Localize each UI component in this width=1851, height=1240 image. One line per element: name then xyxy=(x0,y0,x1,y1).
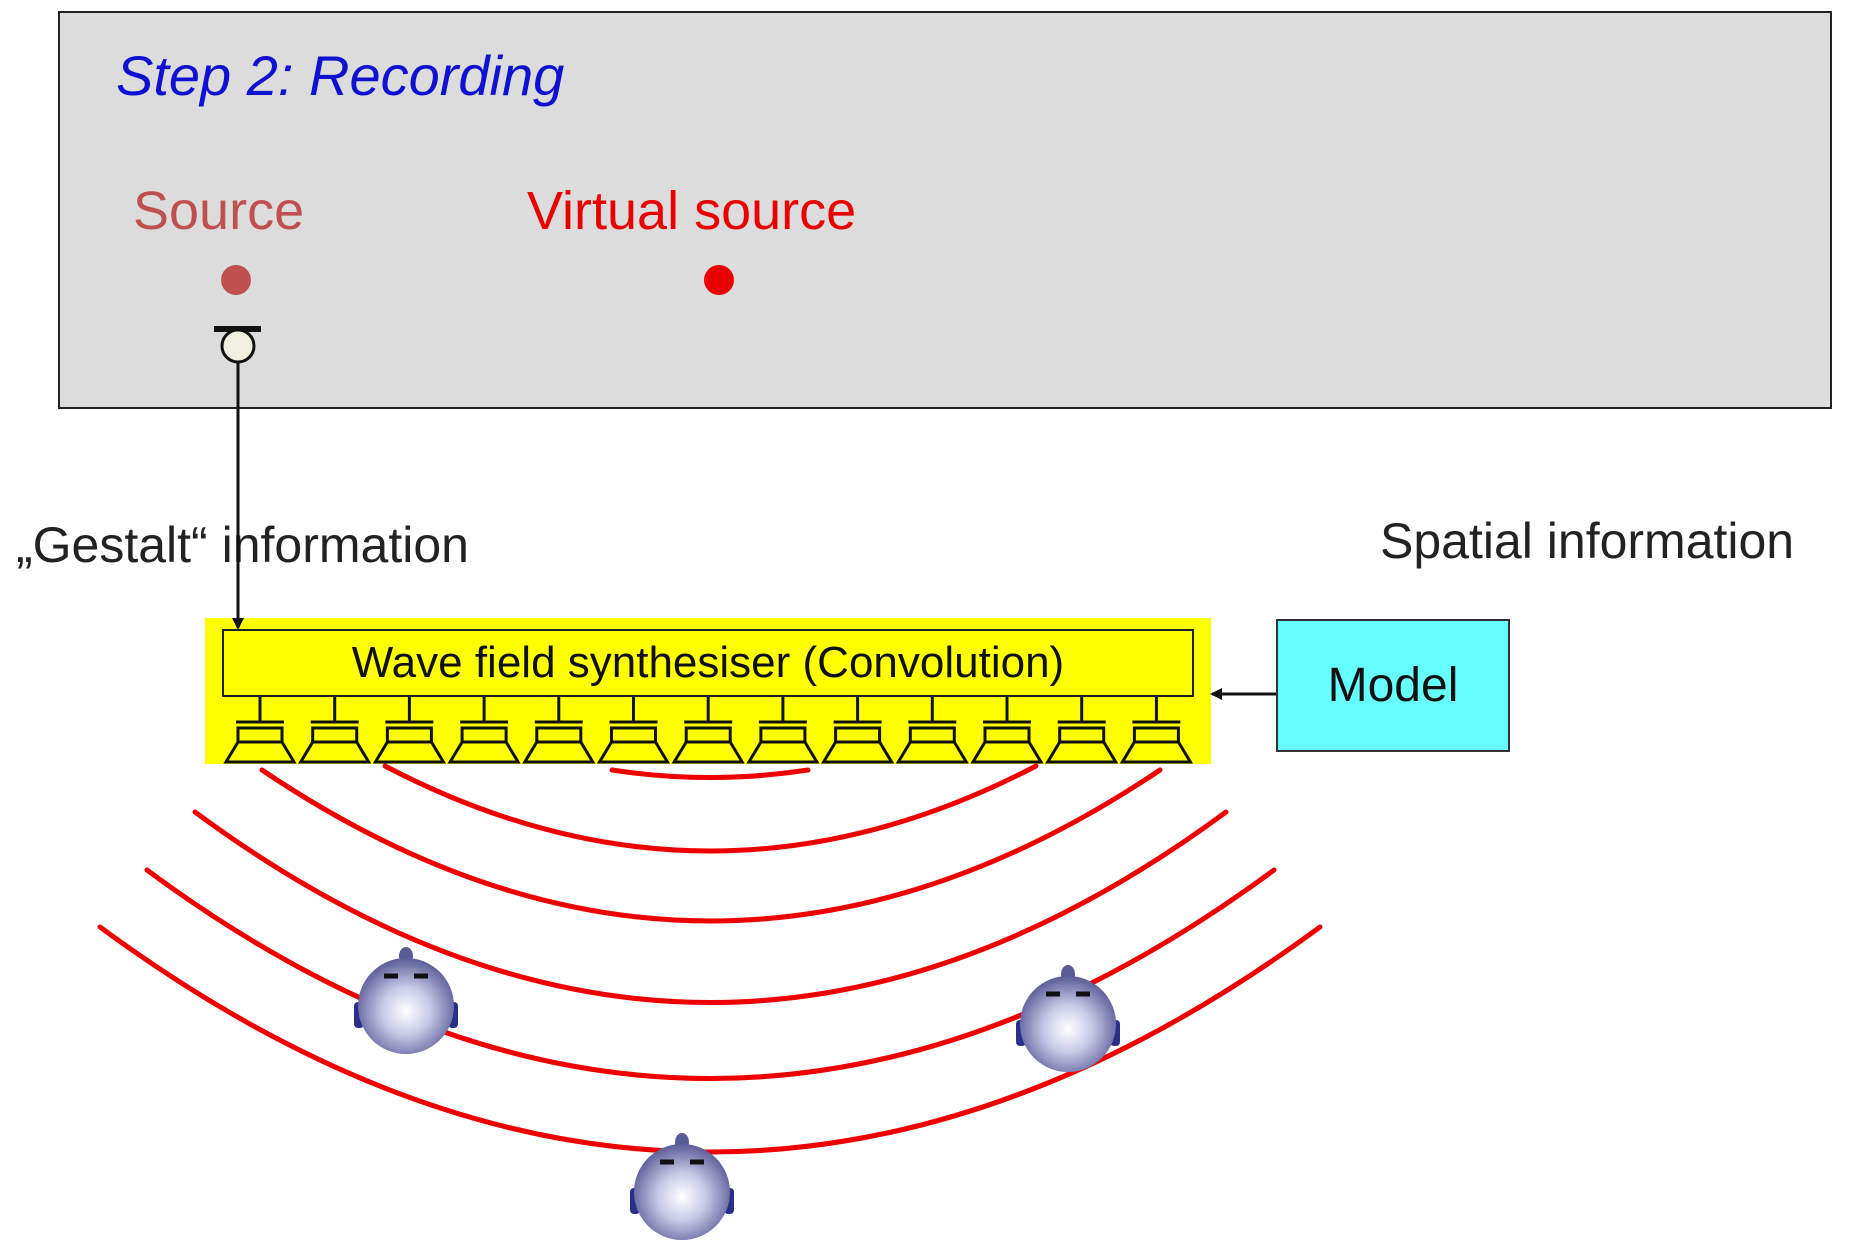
loudspeaker-icon xyxy=(522,697,596,764)
wavefront-3 xyxy=(259,767,1163,924)
gestalt-information-label: „Gestalt“ information xyxy=(16,517,469,573)
microphone-icon xyxy=(214,326,261,364)
loudspeaker-icon xyxy=(447,697,521,764)
model-label: Model xyxy=(1327,659,1459,712)
loudspeaker-icon xyxy=(298,697,372,764)
loudspeaker-icon xyxy=(223,697,297,764)
model-box: Model xyxy=(1276,619,1510,752)
spatial-information-label: Spatial information xyxy=(1380,513,1795,569)
listener-head-icon xyxy=(354,947,458,1054)
virtual-source-dot-icon xyxy=(704,265,734,295)
loudspeaker-icon xyxy=(596,697,671,764)
wavefront-1 xyxy=(609,767,811,780)
listener-head-icon xyxy=(630,1133,734,1240)
synthesiser-label: Wave field synthesiser (Convolution) xyxy=(351,638,1065,687)
loudspeaker-icon xyxy=(1045,697,1119,764)
wave-field-synthesiser-box: Wave field synthesiser (Convolution) xyxy=(222,629,1194,697)
loudspeaker-icon xyxy=(1119,697,1194,764)
loudspeaker-icon xyxy=(372,697,447,764)
wavefront-5 xyxy=(144,867,1277,1081)
wavefront-4 xyxy=(192,809,1229,1005)
recording-room xyxy=(58,11,1832,409)
loudspeaker-icon xyxy=(820,697,895,764)
wavefronts xyxy=(97,763,1323,1155)
wavefront-2 xyxy=(382,763,1039,854)
listener-head-icon xyxy=(1016,965,1120,1072)
loudspeaker-icon xyxy=(671,697,745,764)
virtual-source-label: Virtual source xyxy=(527,181,857,241)
loudspeaker-array xyxy=(223,697,1194,764)
loudspeaker-icon xyxy=(746,697,820,764)
source-dot-icon xyxy=(221,265,251,295)
source-label: Source xyxy=(133,181,305,241)
wavefront-6 xyxy=(97,924,1323,1155)
loudspeaker-icon xyxy=(970,697,1044,764)
loudspeaker-icon xyxy=(895,697,969,764)
step-title: Step 2: Recording xyxy=(116,44,565,107)
